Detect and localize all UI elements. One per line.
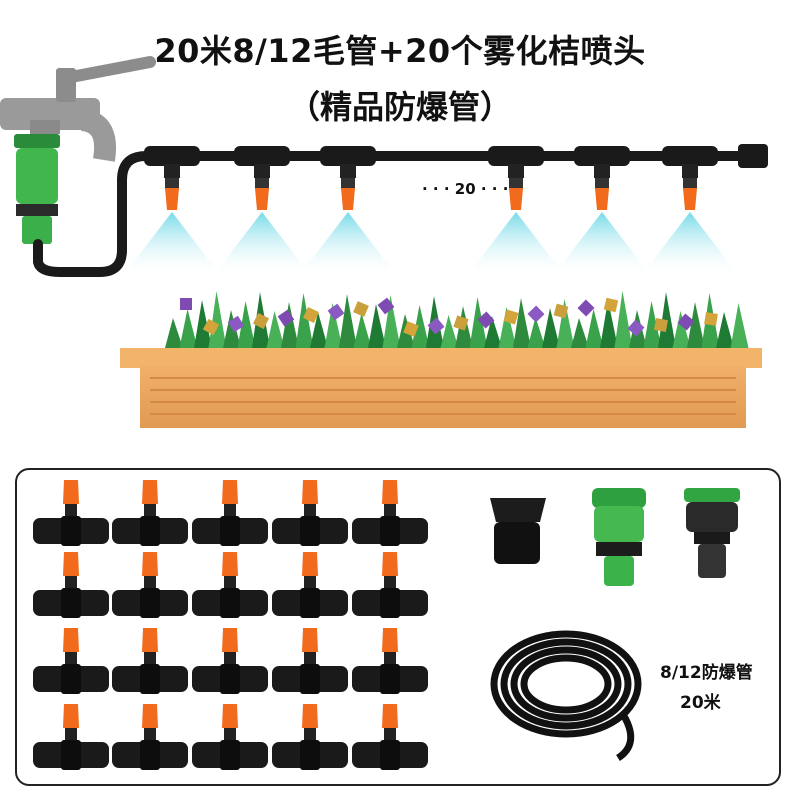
mist-spray	[644, 212, 736, 272]
tee-nozzle-icon	[192, 480, 268, 546]
mist-spray	[302, 212, 394, 272]
hose-pipe	[33, 151, 755, 277]
mist-spray	[556, 212, 648, 272]
mist-spray	[216, 212, 308, 272]
tee-nozzle-icon	[192, 552, 268, 618]
pipe-tee-nozzle-icon	[574, 146, 630, 210]
pipe-tee-nozzle-icon	[144, 146, 200, 210]
page-title: 20米8/12毛管+20个雾化桔喷头	[154, 32, 646, 70]
tee-nozzle-icon	[192, 628, 268, 694]
hose-end-cap	[738, 144, 768, 168]
nozzle-count-label: · · · 20 · · ·	[422, 180, 509, 198]
tee-nozzle-icon	[352, 628, 428, 694]
tee-nozzle-icon	[33, 480, 109, 546]
pipe-tee-nozzle-icon	[234, 146, 290, 210]
mist-spray	[470, 212, 562, 272]
kit-contents-frame	[15, 468, 781, 786]
faucet-icon	[0, 56, 156, 162]
tee-nozzle-icon	[33, 704, 109, 770]
end-plug-icon	[490, 498, 546, 564]
page-subtitle: （精品防爆管）	[287, 88, 512, 126]
tee-nozzle-icon	[33, 628, 109, 694]
faucet-adapter-icon	[684, 488, 740, 578]
pipe-tee-nozzle-icon	[320, 146, 376, 210]
tee-nozzle-icon	[112, 704, 188, 770]
tee-nozzle-icon	[272, 628, 348, 694]
hose-coil-icon	[490, 630, 642, 761]
tee-nozzle-icon	[352, 552, 428, 618]
tee-nozzle-icon	[352, 480, 428, 546]
tee-nozzle-icon	[272, 480, 348, 546]
tee-nozzle-icon	[272, 552, 348, 618]
pipe-tee-nozzle-icon	[488, 146, 544, 210]
planter-box	[120, 348, 762, 428]
tee-nozzle-icon	[33, 552, 109, 618]
tee-nozzle-icon	[112, 552, 188, 618]
tee-nozzle-icon	[112, 480, 188, 546]
tee-nozzle-icon	[192, 704, 268, 770]
pipe-tee-nozzle-icon	[662, 146, 718, 210]
plants	[165, 291, 749, 348]
tee-nozzle-icon	[112, 628, 188, 694]
tee-nozzle-icon	[272, 704, 348, 770]
hose-length-label: 20米	[680, 693, 721, 713]
mist-spray	[126, 212, 218, 272]
hose-spec-label: 8/12防爆管	[660, 663, 753, 683]
tee-nozzle-icon	[352, 704, 428, 770]
faucet-connector-icon	[14, 134, 60, 244]
quick-connector-icon	[592, 488, 646, 586]
